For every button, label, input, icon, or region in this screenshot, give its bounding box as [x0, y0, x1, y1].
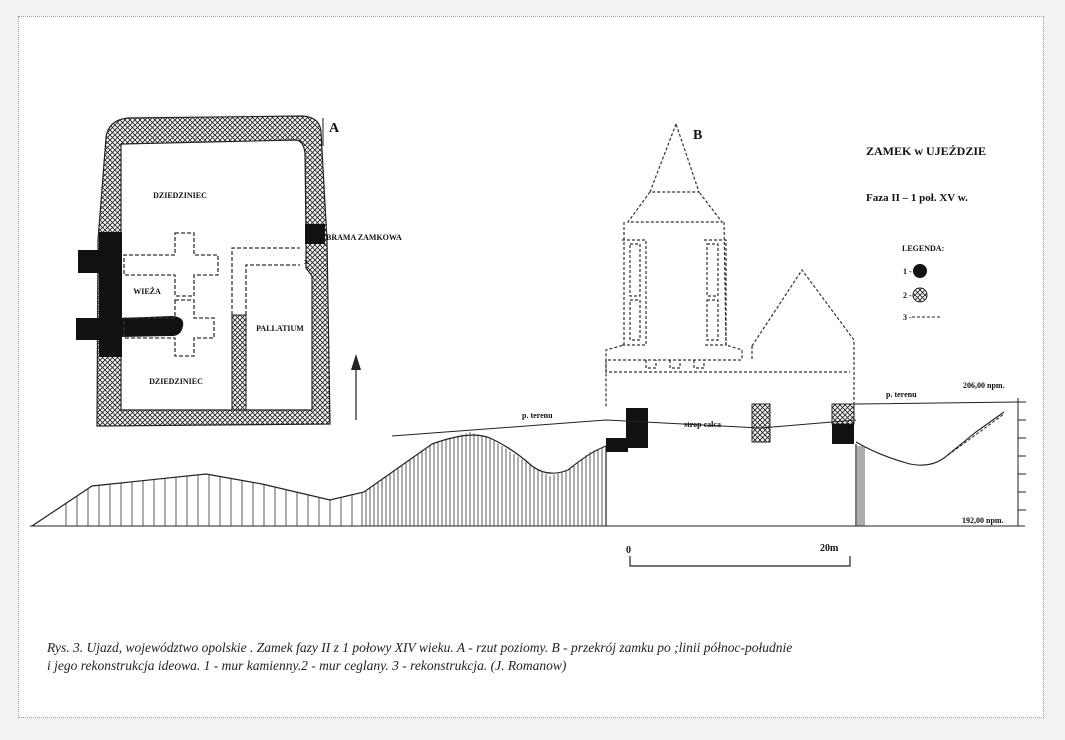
plan-stone-west [99, 232, 122, 357]
section-wall-right-stone [832, 424, 854, 444]
elevation-bottom: 192,00 npm. [962, 516, 1004, 525]
plan-stone-west-stub2 [76, 318, 100, 340]
label-courtyard-top: DZIEDZINIEC [153, 191, 207, 200]
plan-a: x A DZIEDZINIEC BRAMA ZAMKOWA WIEŻA PALL… [76, 115, 402, 427]
ground-profile [31, 434, 607, 527]
section-wall-left-base [606, 438, 628, 452]
terrain-label-right: p. terenu [886, 390, 917, 399]
palace-gable [751, 268, 855, 404]
plan-gate-mark: x [304, 257, 308, 266]
ceiling-label: strop calca [684, 420, 721, 429]
plan-tower-cross-upper [123, 232, 219, 297]
plan-stone-west-stub1 [78, 250, 100, 273]
terrain-label-left: p. terenu [522, 411, 553, 420]
plan-letter: A [329, 121, 340, 136]
tower-reconstruction [605, 122, 850, 408]
legend: LEGENDA: 1 - 2 - 3 - [902, 244, 944, 322]
label-gate: BRAMA ZAMKOWA [326, 233, 402, 242]
north-arrow-head [351, 354, 361, 370]
elevation-top: 206,00 npm. [963, 381, 1005, 390]
figure-title: ZAMEK w UJEŹDZIE [866, 144, 986, 158]
legend-num-3: 3 - [903, 313, 912, 322]
plan-palace-dash [231, 247, 300, 315]
section-b: B p [30, 122, 1026, 567]
legend-num-2: 2 - [903, 291, 912, 300]
caption-line-2: i jego rekonstrukcja ideowa. 1 - mur kam… [47, 658, 567, 673]
legend-hatch-symbol [912, 287, 928, 303]
right-slope [855, 411, 1005, 466]
figure-subtitle: Faza II – 1 poł. XV w. [866, 192, 968, 204]
plan-tower-cross-lower [123, 299, 215, 357]
scale-bar [629, 556, 851, 567]
right-slope-dash [943, 413, 1005, 459]
label-palace: PALLATIUM [256, 324, 304, 333]
legend-solid-symbol [913, 264, 927, 278]
label-tower: WIEŻA [133, 286, 161, 296]
scale-end: 20m [820, 543, 839, 554]
section-letter: B [693, 128, 702, 143]
label-courtyard-bottom: DZIEDZINIEC [149, 377, 203, 386]
plan-palace-wall [231, 314, 247, 411]
plan-stone-arm [120, 316, 184, 337]
scale-start: 0 [626, 545, 631, 556]
plan-stone-gate [305, 224, 325, 244]
section-wall-left-stone [626, 408, 648, 448]
caption-line-1: Rys. 3. Ujazd, województwo opolskie . Za… [46, 640, 792, 655]
plan-outer-wall [96, 115, 331, 427]
section-wall-mid-brick [751, 403, 771, 443]
legend-num-1: 1 - [903, 267, 912, 276]
legend-title: LEGENDA: [902, 244, 944, 253]
terrain-surface [391, 401, 1021, 437]
